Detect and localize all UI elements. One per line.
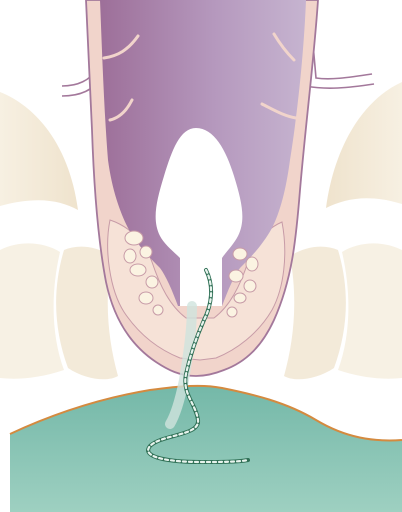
perineal-skin-surface — [10, 386, 402, 512]
